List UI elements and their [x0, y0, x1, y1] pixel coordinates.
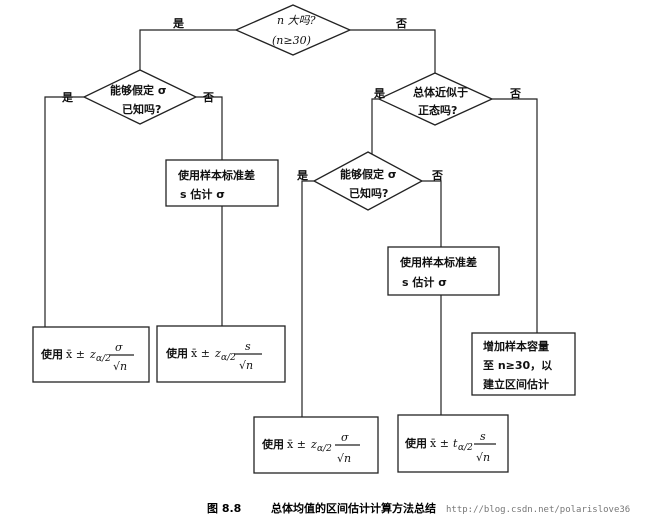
decision-sigma-known-right-line1: 能够假定 σ — [340, 167, 396, 181]
result-prefix: 使用 — [404, 436, 427, 450]
decision-sample-size-line2: (n≥30) — [272, 34, 311, 47]
figure-number: 图 8.8 — [207, 502, 241, 515]
result-mean: x̄ ± — [430, 437, 449, 450]
label-yes: 是 — [373, 87, 386, 100]
decision-sample-size-line1: n 大吗? — [277, 14, 316, 27]
result-numerator: σ — [341, 431, 349, 444]
decision-sample-size: n 大吗? (n≥30) 是 否 — [172, 4, 407, 56]
label-no: 否 — [509, 87, 521, 100]
decision-normal-line1: 总体近似于 — [413, 85, 468, 99]
result-prefix: 使用 — [40, 347, 63, 361]
connector-d4-yes — [301, 180, 314, 417]
decision-sigma-known-right-line2: 已知吗? — [349, 186, 388, 200]
label-yes: 是 — [61, 91, 74, 104]
result-critical: z — [310, 438, 317, 451]
result-denominator: √n — [113, 360, 127, 373]
process-estimate-sigma-right: 使用样本标准差 s 估计 σ — [387, 246, 500, 296]
result-z-s: 使用 x̄ ± z α/2 s √n — [156, 325, 286, 383]
connector-d2-no — [196, 96, 223, 160]
connector-d3-no — [492, 98, 538, 333]
result-numerator: s — [480, 430, 486, 443]
label-yes: 是 — [172, 17, 185, 30]
process-estimate-sigma-right-line1: 使用样本标准差 — [399, 255, 477, 269]
result-prefix: 使用 — [165, 346, 188, 360]
decision-sigma-known-left-line2: 已知吗? — [122, 102, 161, 116]
decision-normal: 总体近似于 正态吗? 是 否 — [373, 72, 521, 126]
result-mean: x̄ ± — [66, 348, 85, 361]
figure-title: 总体均值的区间估计计算方法总结 — [271, 501, 436, 515]
connector-d3-yes — [371, 98, 379, 173]
connector-d4-no — [422, 180, 442, 247]
connector-d1-no — [350, 29, 436, 92]
result-subscript: α/2 — [317, 444, 332, 454]
result-subscript: α/2 — [221, 353, 236, 363]
process-estimate-sigma-right-line2: s 估计 σ — [402, 275, 447, 289]
result-critical: t — [453, 437, 458, 450]
result-t-s: 使用 x̄ ± t α/2 s √n — [397, 414, 509, 473]
result-increase-sample: 增加样本容量 至 n≥30，以 建立区间估计 — [471, 332, 576, 396]
result-increase-sample-line3: 建立区间估计 — [483, 377, 549, 391]
process-estimate-sigma-left: 使用样本标准差 s 估计 σ — [165, 159, 279, 207]
result-subscript: α/2 — [96, 354, 111, 364]
label-no: 否 — [431, 169, 443, 182]
result-increase-sample-line2: 至 n≥30，以 — [483, 359, 552, 372]
process-estimate-sigma-left-line2: s 估计 σ — [180, 187, 225, 201]
result-z-sigma-left: 使用 x̄ ± z α/2 σ √n — [32, 326, 150, 383]
result-numerator: σ — [115, 341, 123, 354]
connector-d2-yes — [44, 96, 84, 327]
connectors — [44, 29, 538, 417]
watermark: http://blog.csdn.net/polarislove36 — [446, 505, 630, 515]
decision-sigma-known-right: 能够假定 σ 已知吗? 是 否 — [296, 151, 443, 211]
label-no: 否 — [395, 17, 407, 30]
label-no: 否 — [202, 91, 214, 104]
result-critical: z — [89, 348, 96, 361]
result-increase-sample-line1: 增加样本容量 — [483, 339, 549, 353]
result-denominator: √n — [337, 452, 351, 465]
result-denominator: √n — [476, 451, 490, 464]
result-prefix: 使用 — [261, 437, 284, 451]
process-estimate-sigma-left-line1: 使用样本标准差 — [177, 168, 255, 182]
decision-normal-line2: 正态吗? — [418, 103, 457, 117]
result-numerator: s — [245, 340, 251, 353]
result-z-sigma-right: 使用 x̄ ± z α/2 σ √n — [253, 416, 379, 474]
label-yes: 是 — [296, 169, 309, 182]
result-mean: x̄ ± — [191, 347, 210, 360]
result-critical: z — [214, 347, 221, 360]
result-subscript: α/2 — [458, 443, 473, 453]
decision-sigma-known-left-line1: 能够假定 σ — [110, 83, 166, 97]
decision-sigma-known-left: 能够假定 σ 已知吗? 是 否 — [61, 69, 214, 125]
result-mean: x̄ ± — [287, 438, 306, 451]
result-denominator: √n — [239, 359, 253, 372]
